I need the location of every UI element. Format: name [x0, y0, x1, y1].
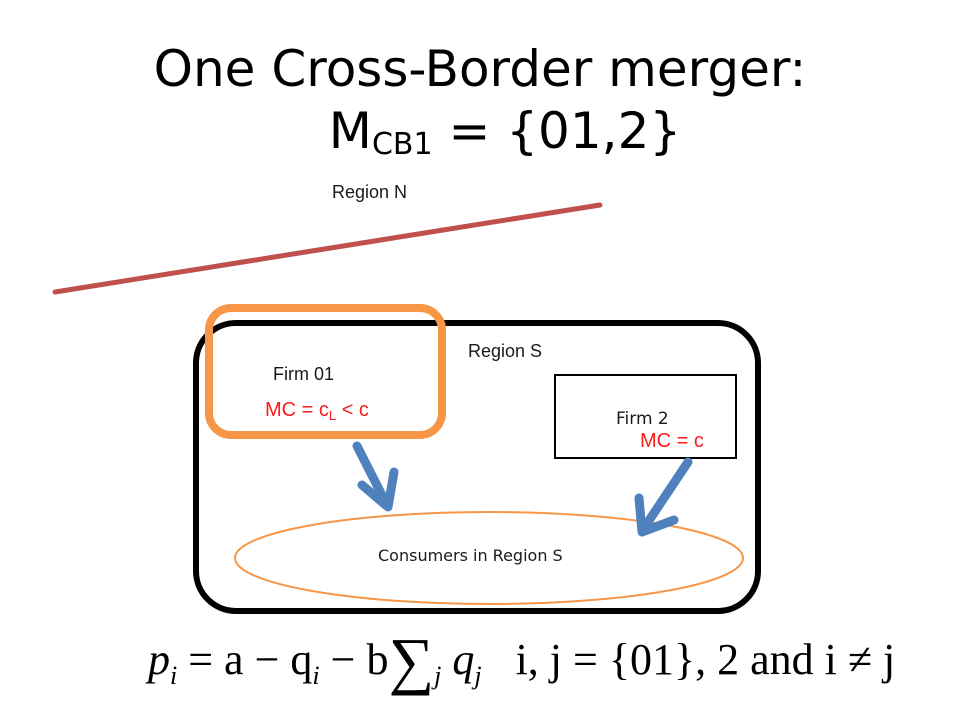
region-n-border-line	[52, 202, 603, 295]
arrow-firm-2-to-consumers	[634, 457, 693, 537]
formula-price-subscript: i	[170, 661, 178, 690]
formula-sum-symbol: ∑	[388, 625, 435, 696]
title-merger-symbol: M	[328, 102, 372, 160]
slide-title-line-1: One Cross-Border merger:	[153, 40, 807, 98]
arrow-firm-01-to-consumers	[352, 441, 399, 512]
formula-sum-subscript: j	[434, 661, 442, 690]
firm-2-label: Firm 2	[616, 409, 669, 429]
formula-price: p	[148, 635, 170, 684]
formula-rival-quantity: q	[452, 635, 475, 684]
formula-own-quantity-subscript: i	[312, 661, 320, 690]
firm-01-label: Firm 01	[273, 364, 335, 384]
title-merger-set: = {01,2}	[432, 102, 682, 160]
formula-index-condition: i, j = {01}, 2 and i ≠ j	[515, 635, 896, 684]
region-n-label: Region N	[332, 182, 408, 202]
region-s-box	[193, 320, 761, 614]
firm-2-box	[554, 374, 737, 459]
formula-cross-coefficient: − b	[319, 635, 389, 684]
firm-01-mc-subscript: L	[328, 408, 337, 423]
region-s-label: Region S	[468, 341, 543, 361]
title-merger-subscript: CB1	[371, 127, 433, 162]
slide-title-line-2: MCB1 = {01,2}	[25, 106, 960, 160]
consumers-ellipse	[234, 511, 744, 605]
firm-01-mc: MC = cL < c	[265, 399, 369, 422]
formula-intercept-term: = a − q	[177, 635, 313, 684]
consumers-label: Consumers in Region S	[378, 546, 563, 565]
firm-2-mc: MC = c	[640, 430, 704, 452]
firm-01-mc-suffix: < c	[336, 399, 369, 421]
formula-rival-quantity-subscript: j	[474, 661, 482, 690]
firm-01-mc-prefix: MC = c	[265, 399, 329, 421]
merger-highlight-box	[205, 304, 446, 439]
